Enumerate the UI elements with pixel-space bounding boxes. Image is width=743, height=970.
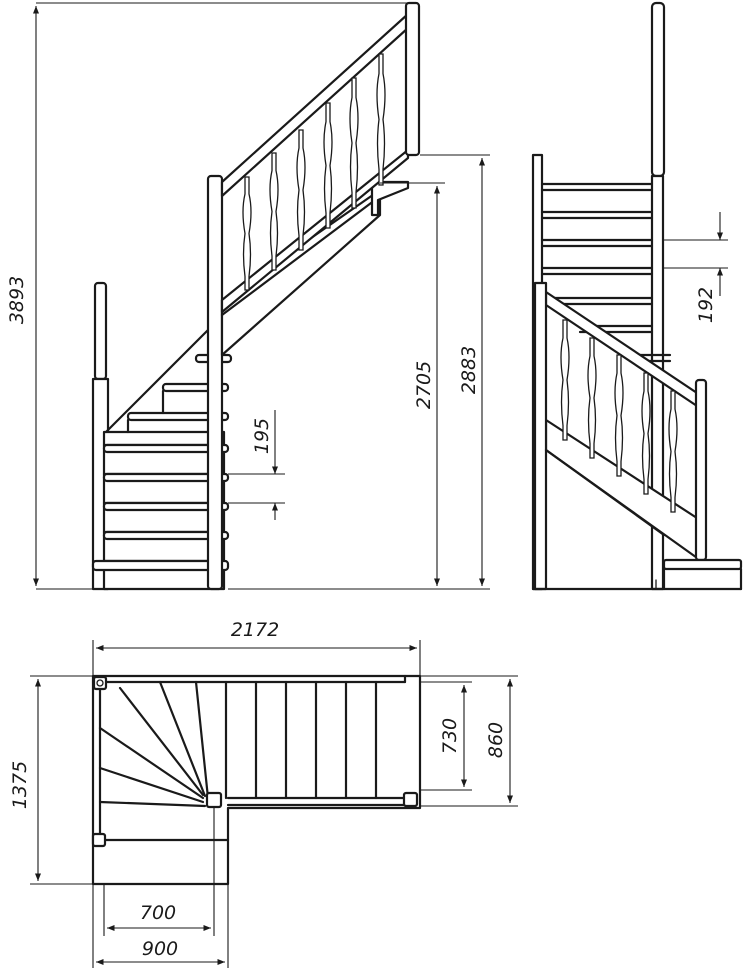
front-view: 3893 [6,1,490,591]
baluster [242,176,252,291]
dim-label-2705: 2705 [413,361,435,409]
baluster [614,354,624,477]
plan-view: 2172 [9,619,518,968]
baluster [641,372,651,495]
plan-posts [91,675,419,848]
baluster [376,53,386,186]
side-top-post [650,1,666,178]
dim-height-2883: 2883 [228,154,490,590]
dim-total-width: 1375 [9,675,93,885]
dim-label-860: 860 [485,722,507,758]
plan-straight-treads [224,680,378,800]
dim-width-730: 730 [420,681,472,791]
baluster [560,319,570,441]
upper-handrail [220,12,410,314]
dim-side-rise-192: 192 [663,212,728,323]
baluster [296,129,306,251]
dim-label-900: 900 [142,938,178,960]
dim-total-length: 2172 [92,619,421,680]
side-view: 192 [531,1,743,591]
side-balusters [560,319,678,513]
dim-width-860: 860 [420,675,518,807]
front-balusters [242,53,386,291]
dim-label-2883: 2883 [458,346,480,394]
dim-label-3893: 3893 [6,276,28,324]
plan-winder-treads [98,680,210,808]
dim-label-2172: 2172 [231,619,279,641]
dim-width-700: 700 [103,808,215,936]
side-lower-railing [531,281,743,591]
middle-newel-post [206,174,224,591]
dim-label-700: 700 [140,902,176,924]
dim-width-900: 900 [92,884,229,968]
dim-height-2705: 2705 [380,182,445,586]
dim-label-730: 730 [439,718,461,754]
baluster [668,390,678,513]
baluster [349,77,359,209]
baluster [587,337,597,459]
dim-label-1375: 1375 [9,761,31,809]
dim-total-height: 3893 [6,2,415,590]
baluster [323,102,333,229]
dim-label-192: 192 [695,287,717,323]
dim-step-rise-195: 195 [228,410,285,520]
dim-label-195: 195 [251,418,273,454]
top-newel-post [404,1,421,157]
baluster [269,152,279,271]
